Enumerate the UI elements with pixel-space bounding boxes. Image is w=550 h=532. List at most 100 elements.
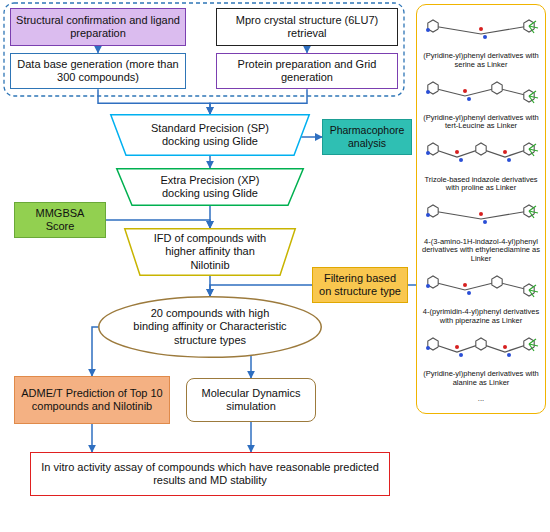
node-label: Molecular Dynamics simulation — [192, 387, 310, 413]
nitrogen-atom — [467, 97, 471, 101]
oxygen-atom — [455, 345, 459, 349]
molecule-structure — [421, 138, 541, 168]
nitrogen-atom — [426, 90, 430, 94]
flow-arrow — [408, 284, 416, 286]
fluorine-bond — [529, 26, 534, 33]
node-label: Extra Precision (XP) docking using Glide — [142, 174, 278, 200]
process-box: ADME/T Prediction of Top 10 compounds an… — [14, 376, 170, 424]
process-box: Protein preparation and Grid generation — [216, 53, 398, 89]
process-box: Molecular Dynamics simulation — [186, 378, 316, 422]
flow-arrow — [250, 356, 252, 378]
molecule-ring — [524, 143, 534, 155]
flow-arrow — [209, 156, 211, 168]
trapezoid-shape — [117, 169, 304, 206]
node-label: MMGBSA Score — [20, 207, 100, 233]
process-box: Mpro crystal structure (6LU7) retrieval — [216, 8, 398, 46]
nitrogen-atom — [483, 35, 487, 39]
structure-caption: (Pyridine-yl)phenyl derivatives with ala… — [421, 370, 541, 387]
oxygen-atom — [503, 150, 507, 154]
flow-arrow — [106, 220, 210, 228]
fluorine-bond — [529, 344, 534, 351]
molecule-structure — [421, 333, 541, 363]
structure-caption: (Pyridine-yl)phenyl derivatives with ter… — [421, 114, 541, 131]
structure-caption: ... — [478, 395, 484, 404]
process-box: Structural confirmation and ligand prepa… — [10, 8, 186, 46]
oxygen-atom — [479, 27, 483, 31]
oxygen-atom — [479, 212, 483, 216]
node-label: Data base generation (more than 300 comp… — [16, 58, 180, 84]
trapezoid-shape — [125, 229, 296, 276]
dashed-group-outline — [4, 3, 404, 96]
molecule-ring — [524, 284, 534, 296]
structure-caption: 4-(3-amino-1H-indazol-4-yl)phenyl deriva… — [421, 238, 541, 264]
docking-trapezoid: IFD of compounds with higher affinity th… — [124, 228, 296, 276]
flow-arrow — [97, 46, 99, 53]
structure-caption: 4-(pyrimidin-4-yl)phenyl derivatives wit… — [421, 308, 541, 325]
structure-caption: Trizole-based indazole derivatives with … — [421, 176, 541, 193]
oxygen-atom — [503, 345, 507, 349]
fluorine-bond — [529, 211, 534, 218]
flow-arrow — [98, 89, 210, 114]
nitrogen-atom — [507, 353, 511, 357]
nitrogen-atom — [467, 291, 471, 295]
fluorine-bond — [529, 206, 536, 211]
node-label: ADME/T Prediction of Top 10 compounds an… — [20, 387, 164, 413]
node-label: Structural confirmation and ligand prepa… — [16, 14, 180, 40]
molecule-bond — [433, 26, 529, 34]
molecule-ring — [476, 143, 486, 155]
nitrogen-atom — [459, 158, 463, 162]
fluorine-bond — [529, 144, 536, 149]
nitrogen-atom — [426, 284, 430, 288]
molecule-ring — [492, 82, 502, 94]
nitrogen-atom — [426, 346, 430, 350]
node-label: Standard Precision (SP) docking using Gl… — [138, 122, 282, 148]
side-box: Filtering based on structure type — [312, 267, 408, 303]
molecule-bond — [433, 211, 529, 219]
node-label: In vitro activity assay of compounds whi… — [36, 461, 384, 487]
oxygen-atom — [463, 283, 467, 287]
nitrogen-atom — [483, 220, 487, 224]
fluorine-bond — [529, 96, 534, 103]
molecule-structure — [421, 271, 541, 301]
fluorine-bond — [529, 21, 536, 26]
oxygen-atom — [463, 89, 467, 93]
molecule-structure — [421, 77, 541, 107]
process-box: In vitro activity assay of compounds whi… — [30, 452, 390, 496]
flow-arrow — [91, 424, 93, 452]
node-label: Filtering based on structure type — [318, 272, 402, 298]
oxygen-atom — [455, 150, 459, 154]
structure-caption: (Pyridine-yl)phenyl derivatives with ser… — [421, 52, 541, 69]
node-label: IFD of compounds with higher affinity th… — [148, 232, 272, 272]
flow-arrow — [250, 422, 252, 452]
fluorine-bond — [529, 285, 536, 290]
nitrogen-atom — [459, 353, 463, 357]
structure-panel: (Pyridine-yl)phenyl derivatives with ser… — [416, 4, 546, 414]
molecule-ring — [524, 338, 534, 350]
ellipse-shape — [99, 297, 322, 358]
node-label: Pharmacophore analysis — [328, 124, 406, 149]
molecule-ring — [524, 90, 534, 102]
result-ellipse: 20 compounds with high binding affinity … — [98, 296, 322, 358]
fluorine-bond — [529, 149, 534, 156]
molecule-ring — [524, 20, 534, 32]
side-box: MMGBSA Score — [14, 202, 106, 238]
process-box: Data base generation (more than 300 comp… — [10, 53, 186, 89]
flow-arrow — [306, 46, 308, 53]
molecule-bond — [433, 88, 529, 96]
nitrogen-atom — [426, 213, 430, 217]
molecule-ring — [524, 205, 534, 217]
molecule-bond — [433, 282, 529, 290]
fluorine-bond — [529, 339, 536, 344]
flow-arrow — [210, 285, 312, 296]
node-label: Mpro crystal structure (6LU7) retrieval — [222, 14, 392, 40]
docking-trapezoid: Extra Precision (XP) docking using Glide — [116, 168, 304, 206]
flow-arrow — [92, 327, 98, 376]
molecule-ring — [492, 276, 502, 288]
nitrogen-atom — [426, 151, 430, 155]
molecule-ring — [476, 338, 486, 350]
node-label: Protein preparation and Grid generation — [222, 58, 392, 84]
flow-arrow — [210, 89, 307, 114]
molecule-structure — [421, 15, 541, 45]
nitrogen-atom — [426, 28, 430, 32]
